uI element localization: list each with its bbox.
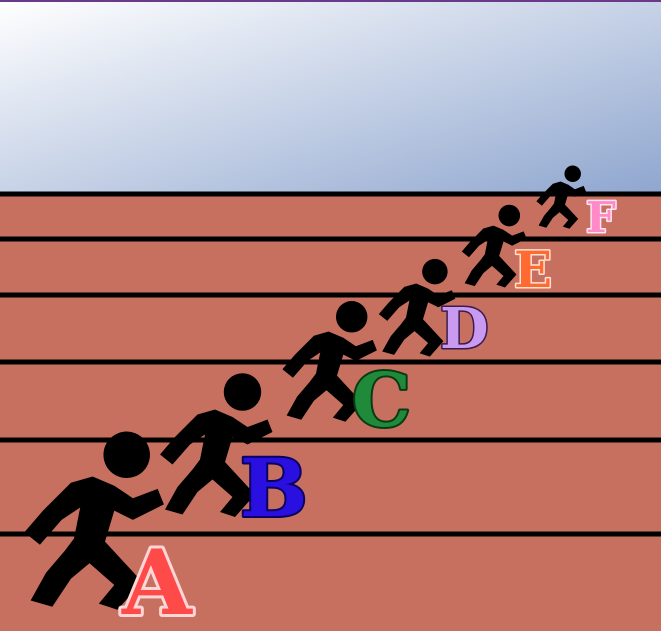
lane-lines (0, 191, 661, 537)
runner-label-a: A (121, 530, 193, 631)
runner-labels: A B C D E F (118, 192, 618, 631)
runner-label-e: E (514, 240, 552, 299)
runner-label-c: C (352, 358, 411, 444)
sky (0, 0, 661, 193)
runner-label-b: B (240, 441, 308, 535)
runner-label-d: D (440, 296, 489, 362)
runner-label-f: F (586, 193, 616, 242)
